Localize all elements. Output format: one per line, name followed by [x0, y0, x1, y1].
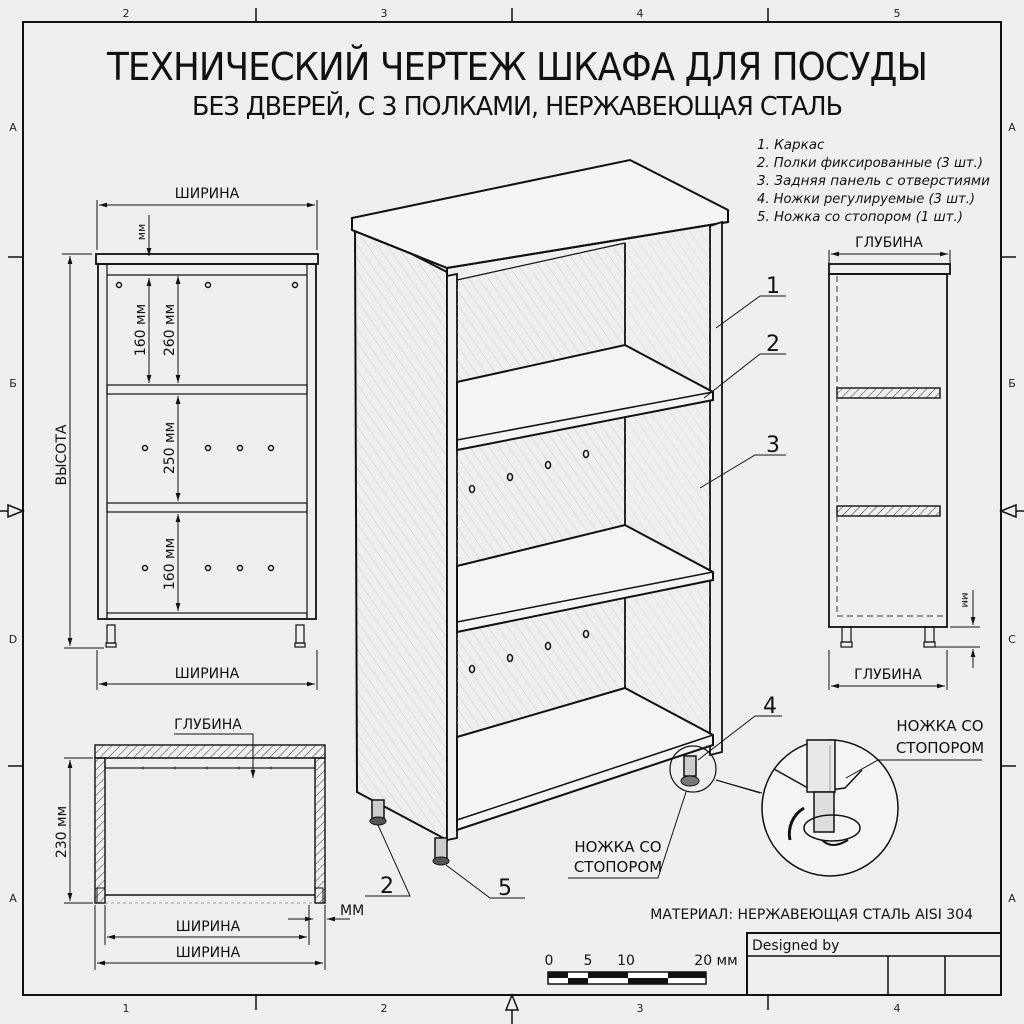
front-view: ШИРИНА мм 160 мм 260 мм 250 мм 160 мм [54, 186, 319, 690]
zone-left-a2: A [9, 892, 17, 905]
legend-item-2: 2. Полки фиксированные (3 шт.) [757, 155, 983, 171]
front-width-bottom-label: ШИРИНА [175, 666, 240, 682]
zone-bottom-3: 3 [637, 1002, 644, 1015]
zone-left-b: Б [9, 377, 17, 390]
isometric-view: 1 2 3 4 2 5 НОЖКА СО СТОПОРОМ [351, 158, 786, 901]
plan-outer-width: ШИРИНА [176, 945, 241, 961]
scale-label-10: 10 [617, 953, 635, 969]
callout-3: 3 [766, 433, 780, 458]
zone-top-5: 5 [894, 7, 901, 20]
plan-depth-label: ГЛУБИНА [174, 717, 242, 733]
front-top-gap-label: мм [135, 224, 148, 241]
callout-2-leg: 2 [380, 874, 394, 899]
designed-by-label: Designed by [752, 938, 839, 954]
legend-item-1: 1. Каркас [757, 137, 825, 153]
scale-label-5: 5 [584, 953, 593, 969]
legend-item-4: 4. Ножки регулируемые (3 шт.) [757, 191, 975, 207]
zone-left-d: D [9, 633, 17, 646]
drawing-title: ТЕХНИЧЕСКИЙ ЧЕРТЕЖ ШКАФА ДЛЯ ПОСУДЫ [106, 45, 927, 89]
iso-leg-label-1: НОЖКА СО [574, 838, 661, 856]
zone-right-a: A [1008, 121, 1016, 134]
callout-1: 1 [766, 274, 780, 299]
legend-item-3: 3. Задняя панель с отверстиями [757, 173, 990, 189]
front-width-top-label: ШИРИНА [175, 186, 240, 202]
zone-right-b: Б [1008, 377, 1016, 390]
side-view: ГЛУБИНА мм ГЛУБИНА [828, 235, 980, 690]
front-dim-160-top: 160 мм [133, 304, 149, 356]
scale-bar: 0 5 10 20 мм [545, 953, 738, 985]
scale-label-20: 20 мм [694, 953, 737, 969]
drawing-subtitle: БЕЗ ДВЕРЕЙ, С 3 ПОЛКАМИ, НЕРЖАВЕЮЩАЯ СТА… [192, 90, 842, 122]
iso-leg-label-2: СТОПОРОМ [574, 858, 662, 876]
plan-inner-width: ШИРИНА [176, 919, 241, 935]
side-depth-bottom: ГЛУБИНА [854, 667, 922, 683]
front-height-label: ВЫСОТА [54, 424, 70, 485]
plan-wall-thickness: ММ [340, 903, 364, 919]
zone-right-c: C [1008, 633, 1016, 646]
callout-5: 5 [498, 876, 512, 901]
front-dim-250: 250 мм [162, 422, 178, 474]
material-note: МАТЕРИАЛ: НЕРЖАВЕЮЩАЯ СТАЛЬ AISI 304 [650, 907, 973, 923]
zone-bottom-2: 2 [381, 1002, 388, 1015]
plan-view: ГЛУБИНА 230 мм ШИРИНА ШИРИНА ММ [54, 717, 364, 970]
zone-right-a2: A [1008, 892, 1016, 905]
front-dim-260: 260 мм [162, 304, 178, 356]
zone-bottom-4: 4 [894, 1002, 901, 1015]
zone-top-4: 4 [637, 7, 644, 20]
side-depth-top: ГЛУБИНА [855, 235, 923, 251]
zone-left-a: A [9, 121, 17, 134]
front-dim-160-bottom: 160 мм [162, 538, 178, 590]
sheet-frame [0, 8, 1024, 1024]
scale-label-0: 0 [545, 953, 554, 969]
callout-2: 2 [766, 332, 780, 357]
zone-bottom-1: 1 [123, 1002, 130, 1015]
side-leg-dim: мм [959, 592, 970, 607]
detail-label-1: НОЖКА СО [896, 717, 983, 735]
zone-labels: 2 3 4 5 1 2 3 4 A Б D A A Б C A [9, 7, 1016, 1015]
parts-legend: 1. Каркас 2. Полки фиксированные (3 шт.)… [757, 137, 990, 225]
zone-top-2: 2 [123, 7, 130, 20]
zone-top-3: 3 [381, 7, 388, 20]
detail-label-2: СТОПОРОМ [896, 739, 984, 757]
leg-detail-view: НОЖКА СО СТОПОРОМ [715, 717, 984, 877]
plan-height-230: 230 мм [54, 806, 70, 858]
callout-4: 4 [763, 694, 777, 719]
title-block: Designed by [746, 932, 1002, 996]
legend-item-5: 5. Ножка со стопором (1 шт.) [757, 209, 963, 225]
